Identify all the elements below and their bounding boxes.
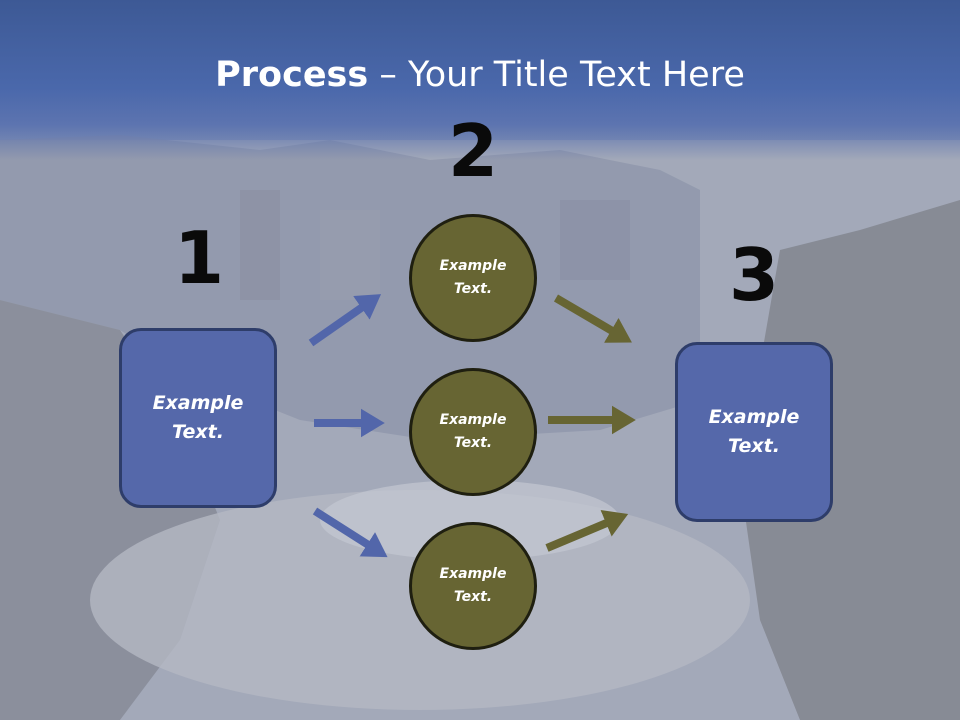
circle-top-text-line2: Text. bbox=[453, 281, 493, 297]
step-1-text-line1: Example bbox=[152, 392, 244, 414]
step-number-1: 1 bbox=[173, 216, 225, 300]
step-3-text-line2: Text. bbox=[728, 435, 780, 457]
circle-bottom-text-line2: Text. bbox=[453, 589, 493, 605]
arrow-box1-to-circle-top bbox=[308, 294, 382, 347]
step-1-text-line2: Text. bbox=[172, 421, 224, 443]
circle-top-text-line1: Example bbox=[439, 258, 507, 274]
circle-middle-text-line2: Text. bbox=[453, 435, 493, 451]
title-rest: – Your Title Text Here bbox=[368, 55, 745, 95]
circle-bottom-text-line1: Example bbox=[439, 566, 507, 582]
arrow-circle-bottom-to-box3 bbox=[545, 509, 629, 552]
arrow-box1-to-circle-bottom bbox=[312, 507, 388, 558]
slide-title: Process – Your Title Text Here bbox=[0, 52, 960, 98]
circle-middle-text-line1: Example bbox=[439, 412, 507, 428]
step-3-text-line1: Example bbox=[708, 406, 800, 428]
step-number-3: 3 bbox=[728, 233, 780, 317]
title-bar bbox=[0, 0, 960, 160]
title-bold: Process bbox=[215, 55, 369, 95]
step-number-2: 2 bbox=[447, 109, 499, 193]
arrow-circle-top-to-box3 bbox=[553, 294, 632, 343]
